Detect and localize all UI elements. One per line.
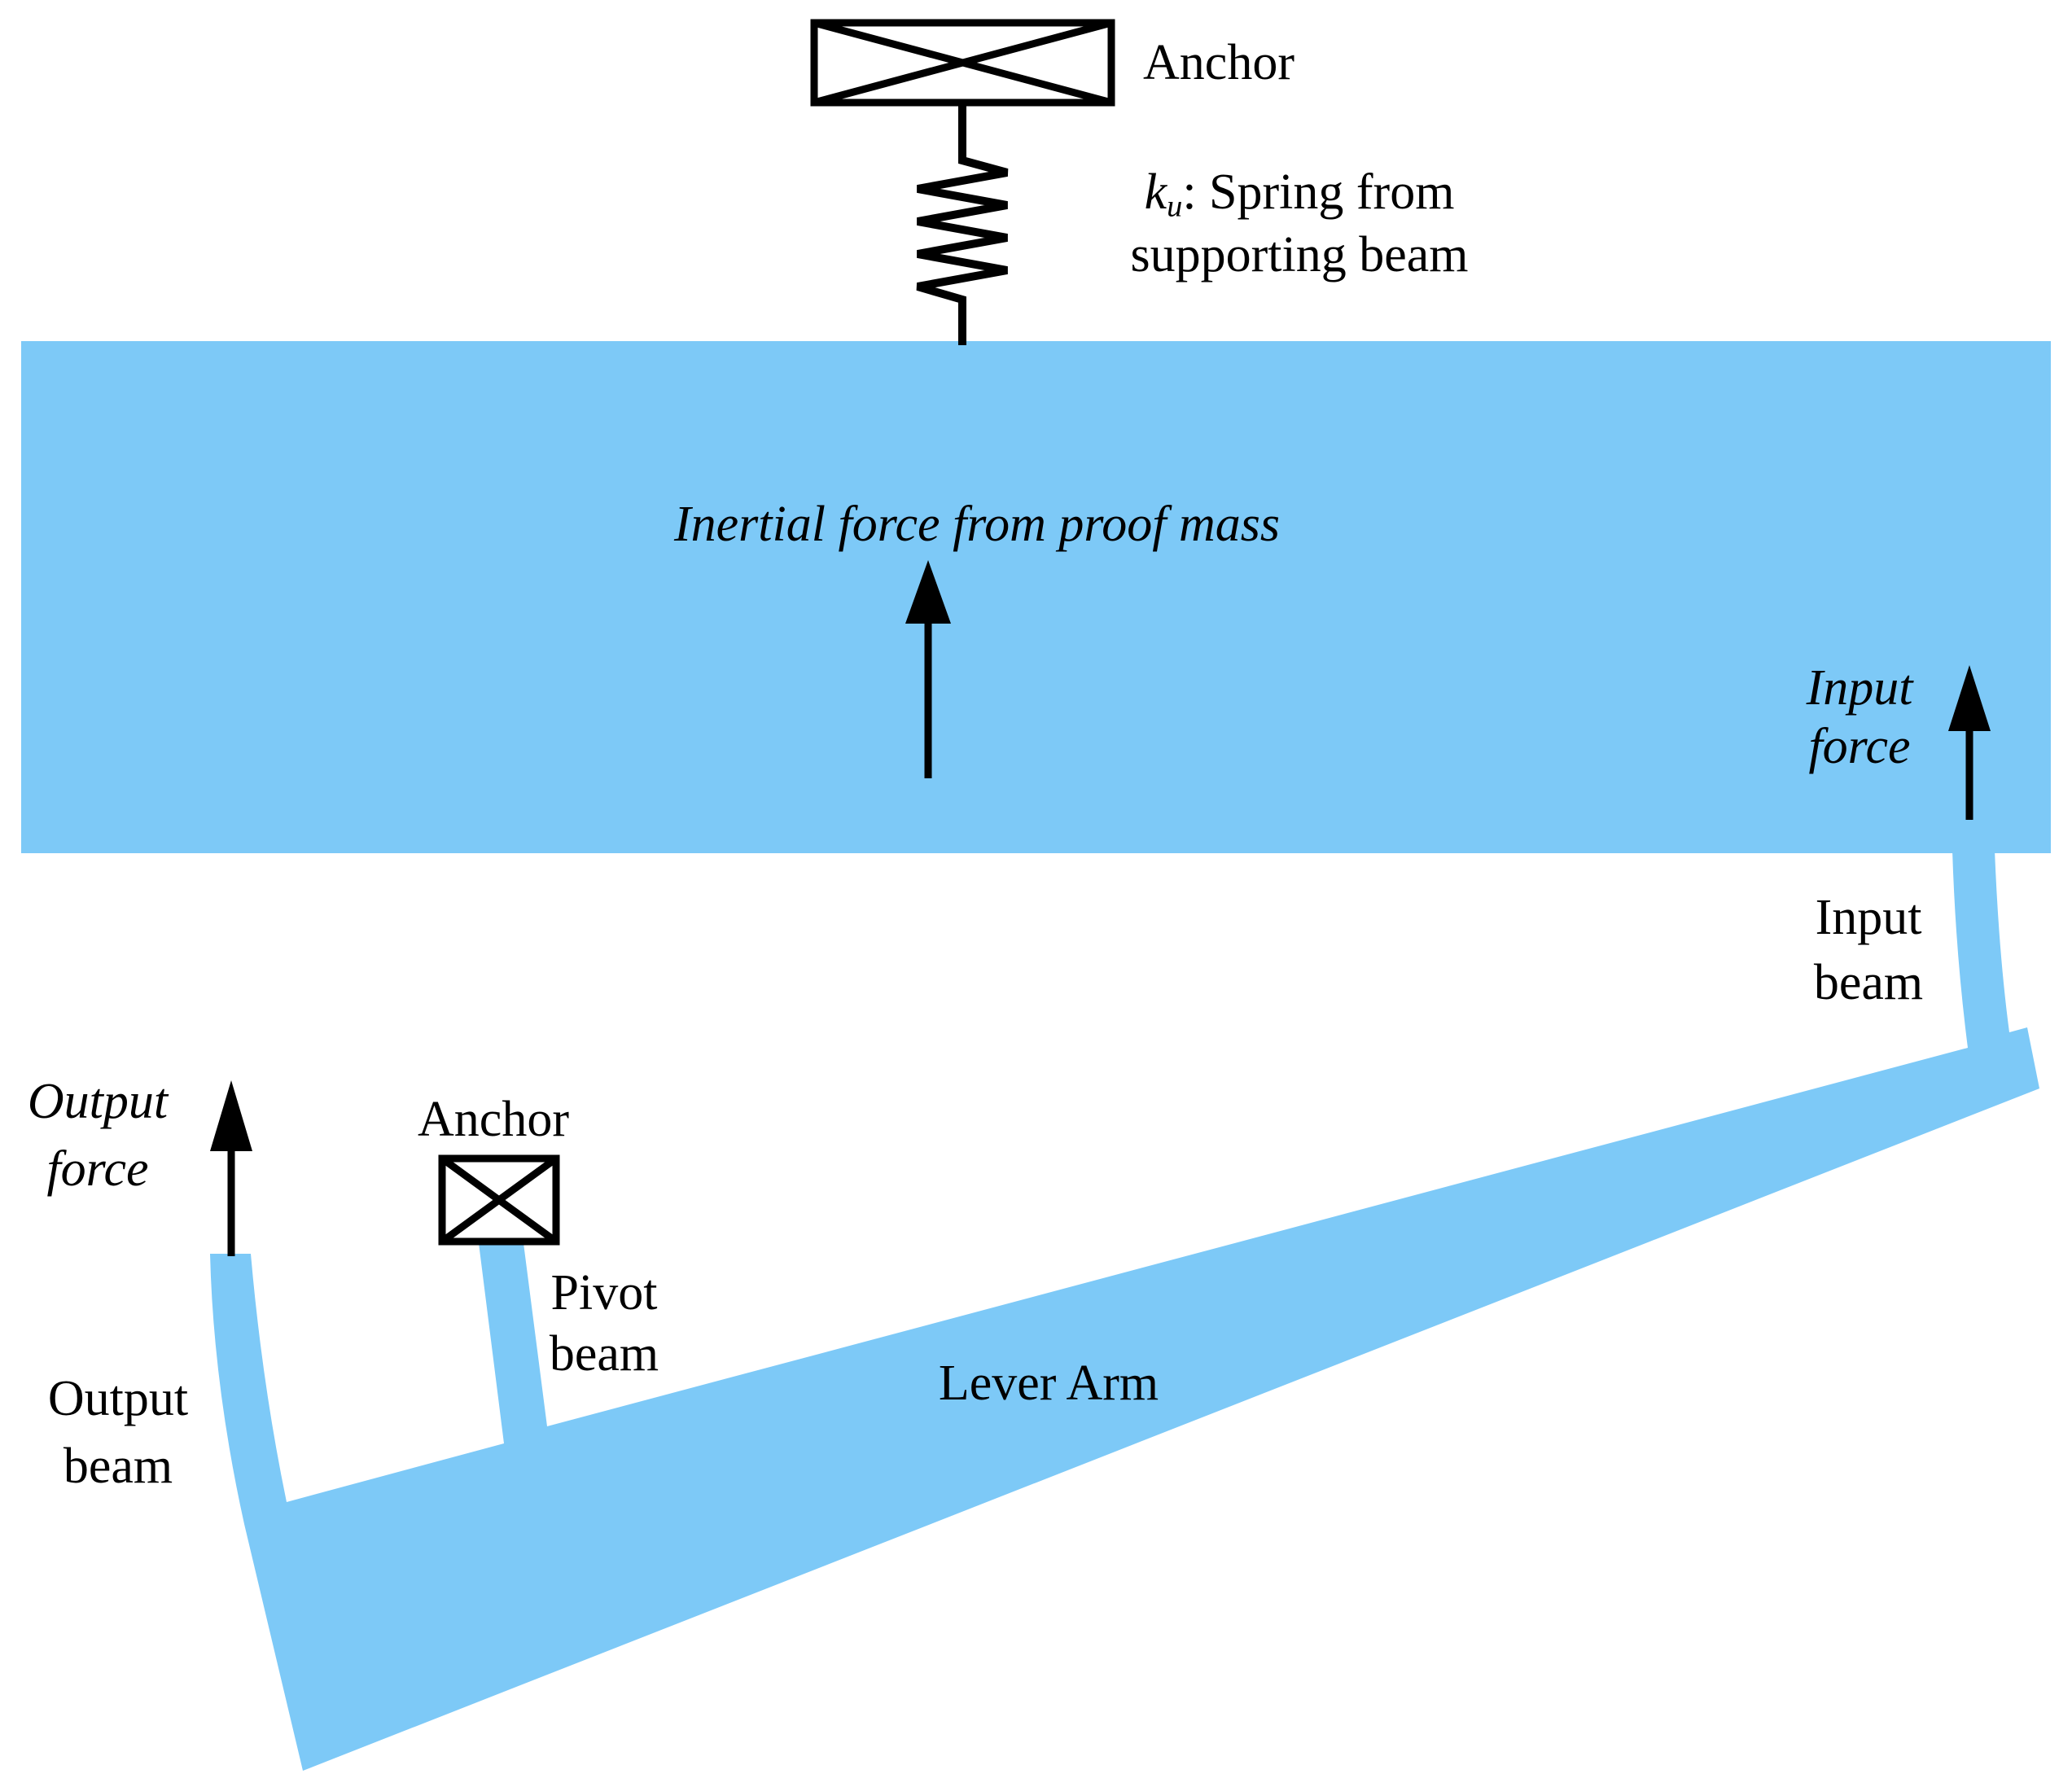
output-force-arrow xyxy=(210,1080,252,1256)
top-anchor-icon xyxy=(810,19,1115,107)
inertial-force-label: Inertial force from proof mass xyxy=(674,497,1280,552)
input-force-label-line2: force xyxy=(1808,719,1911,774)
lever-arm-assembly-shape xyxy=(210,850,2039,1771)
output-beam-label-line1: Output xyxy=(47,1371,189,1426)
pivot-anchor-label: Anchor xyxy=(418,1092,569,1147)
inertial-force-arrow xyxy=(905,560,951,778)
spring-symbol-k: k xyxy=(1144,164,1167,220)
spring-label-rest: : Spring from xyxy=(1182,164,1455,220)
output-beam-label-line2: beam xyxy=(63,1439,173,1494)
spring-label-line2: supporting beam xyxy=(1130,227,1469,283)
pivot-anchor-icon xyxy=(438,1154,560,1246)
lever-arm-label: Lever Arm xyxy=(938,1356,1159,1411)
spring-icon xyxy=(916,103,1009,345)
pivot-beam-label-line2: beam xyxy=(549,1326,659,1382)
spring-symbol-subscript: u xyxy=(1167,189,1183,224)
output-force-label-line2: force xyxy=(46,1141,149,1197)
input-beam-label-line2: beam xyxy=(1813,955,1924,1010)
pivot-beam-label-line1: Pivot xyxy=(550,1265,658,1321)
output-force-label-line1: Output xyxy=(27,1074,169,1129)
proof-mass-shape xyxy=(21,341,2051,853)
top-anchor-label: Anchor xyxy=(1143,35,1294,90)
input-force-arrow xyxy=(1948,665,1991,820)
input-beam-label-line1: Input xyxy=(1815,890,1922,945)
input-force-label-line1: Input xyxy=(1806,660,1913,716)
spring-label-line1: ku: Spring from xyxy=(1145,167,1455,222)
